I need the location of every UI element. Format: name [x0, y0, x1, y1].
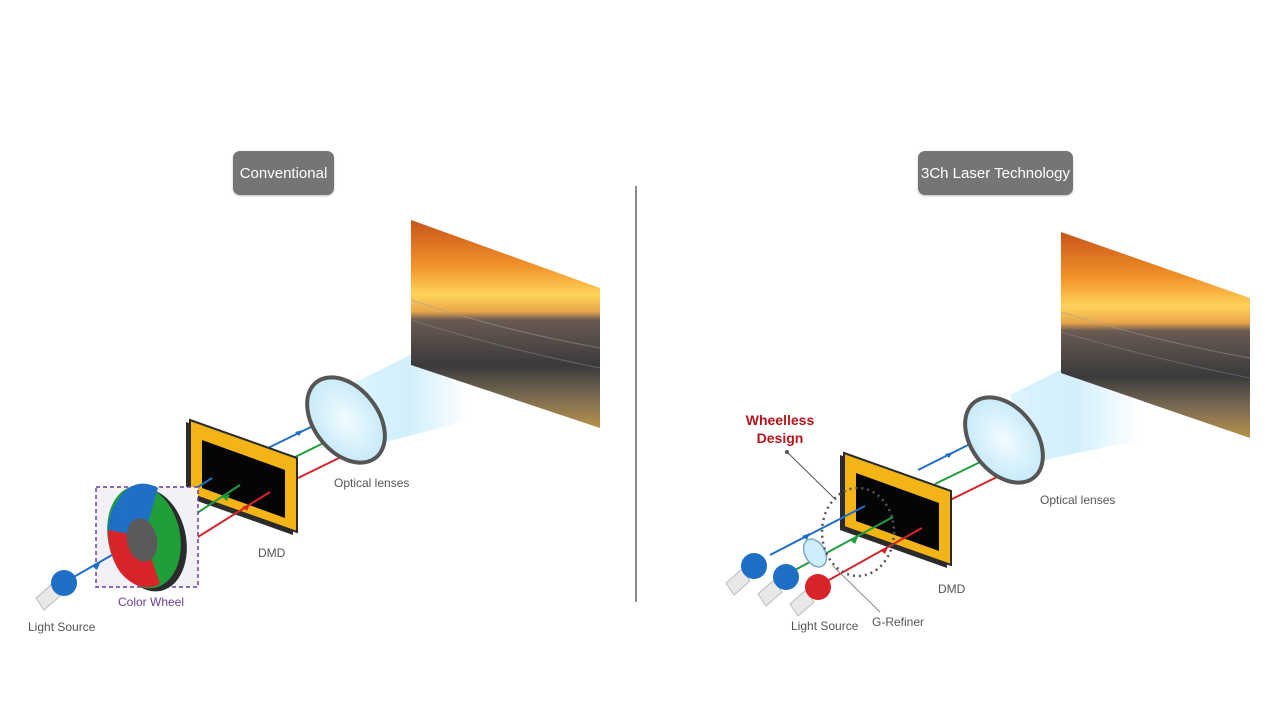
right-panel-graphics	[725, 232, 1251, 617]
arrow-icon	[880, 547, 888, 554]
right-bulb-icon-red	[789, 574, 831, 617]
color-wheel-icon	[107, 483, 187, 592]
right-bulb-icon-blue-1	[725, 553, 767, 596]
arrow-icon	[92, 563, 100, 570]
wheelless-marker-circle	[820, 486, 896, 578]
color-wheel-label: Color Wheel	[118, 595, 185, 609]
left-optical-lenses-label: Optical lenses	[334, 476, 410, 490]
wheelless-line2: Design	[756, 430, 804, 446]
left-light-source-label: Light Source	[28, 620, 96, 634]
right-red-beam-in	[819, 527, 923, 586]
arrow-icon	[242, 504, 250, 511]
arrow-icon	[295, 430, 303, 436]
arrow-icon	[850, 537, 858, 544]
right-screen-image	[1060, 232, 1251, 438]
left-bulb-icon	[35, 570, 77, 611]
panel-divider	[635, 186, 637, 602]
right-dmd-chip-icon	[840, 451, 952, 568]
left-dmd-label: DMD	[258, 546, 286, 560]
left-panel-graphics	[35, 220, 601, 611]
wheelless-leader	[786, 451, 837, 501]
right-optical-lenses-label: Optical lenses	[1040, 493, 1116, 507]
left-dmd-chip-icon	[186, 418, 298, 535]
g-refiner-leader	[832, 565, 881, 613]
right-dmd-label: DMD	[938, 582, 966, 596]
right-blue-beam-in	[769, 505, 866, 556]
left-source-beam	[71, 554, 113, 579]
right-panel-title: 3Ch Laser Technology	[918, 151, 1073, 195]
arrow-icon	[945, 452, 953, 458]
g-refiner-label: G-Refiner	[872, 615, 925, 629]
arrow-icon	[802, 533, 810, 540]
arrow-icon	[222, 494, 230, 501]
left-blue-beam-out	[267, 424, 316, 449]
wheelless-line1: Wheelless	[745, 412, 815, 428]
right-lens-icon	[963, 395, 1045, 485]
wheelless-design-label: Wheelless Design	[725, 411, 835, 447]
right-blue-beam-out	[917, 444, 969, 471]
left-screen-image	[410, 220, 601, 428]
left-panel-title: Conventional	[233, 151, 334, 195]
left-lens-icon	[305, 375, 387, 465]
right-bulb-icon-blue-2	[757, 564, 799, 607]
left-red-beam-in	[184, 491, 271, 546]
right-light-source-label: Light Source	[791, 619, 859, 633]
